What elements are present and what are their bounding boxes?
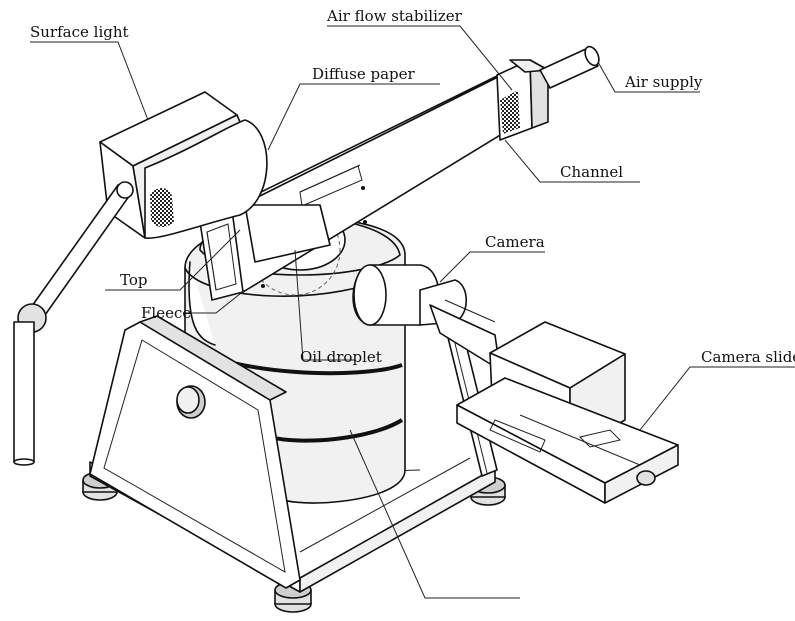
diffuse-paper-shade bbox=[144, 119, 268, 239]
fleece-band-lower bbox=[269, 418, 404, 443]
labels: Surface light Air flow stabilizer Diffus… bbox=[30, 7, 795, 366]
label-channel: Channel bbox=[560, 163, 623, 181]
light-mesh bbox=[150, 188, 174, 228]
label-fleece: Fleece bbox=[141, 304, 191, 322]
label-diffuse-paper: Diffuse paper bbox=[312, 65, 416, 83]
leader-air-supply bbox=[597, 61, 700, 93]
leader-lines bbox=[30, 25, 795, 599]
leader-bottom-band bbox=[349, 429, 520, 599]
air-supply-pipe bbox=[539, 47, 599, 89]
label-camera-slide: Camera slide bbox=[701, 348, 795, 366]
leader-oil-droplet bbox=[294, 249, 355, 361]
front-frame-side bbox=[139, 315, 287, 401]
camera-assembly bbox=[352, 264, 679, 504]
surface-light bbox=[13, 91, 268, 466]
label-air-supply: Air supply bbox=[624, 73, 703, 91]
label-top: Top bbox=[120, 271, 147, 289]
leader-camera bbox=[439, 251, 545, 283]
leader-camera-slide bbox=[639, 366, 795, 431]
light-pole bbox=[13, 321, 35, 463]
leader-diffuse-paper bbox=[267, 83, 440, 151]
leader-fleece bbox=[183, 289, 246, 314]
light-arm bbox=[31, 184, 133, 316]
label-oil-droplet: Oil droplet bbox=[300, 348, 382, 366]
leader-channel bbox=[504, 139, 640, 183]
channel-bracket bbox=[244, 204, 331, 263]
label-air-flow-stabilizer: Air flow stabilizer bbox=[326, 7, 463, 25]
stabilizer-mesh bbox=[500, 90, 520, 134]
label-surface-light: Surface light bbox=[30, 23, 129, 41]
label-camera: Camera bbox=[485, 233, 545, 251]
leader-surface-light bbox=[30, 41, 149, 121]
air-flow-stabilizer bbox=[496, 45, 600, 141]
leader-top bbox=[105, 229, 241, 291]
leader-air-flow-stabilizer bbox=[327, 25, 513, 91]
air-channel bbox=[199, 65, 521, 301]
front-frame bbox=[89, 315, 301, 589]
camera-slide-knob bbox=[636, 470, 656, 486]
